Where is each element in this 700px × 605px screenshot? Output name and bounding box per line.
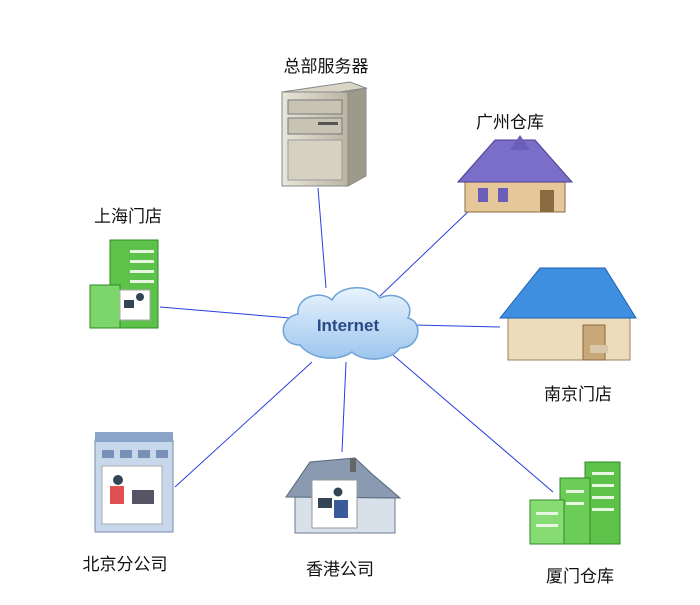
store-house-icon (498, 267, 637, 361)
links (159, 187, 554, 493)
warehouse-house-icon (456, 135, 574, 213)
node-label-guangzhou-warehouse: 广州仓库 (476, 113, 544, 133)
link-guangzhou (379, 207, 473, 297)
link-hq-server (317, 187, 327, 289)
office-building-green-icon (89, 239, 159, 329)
link-xiamen (392, 354, 554, 493)
office-building-blue-icon (94, 432, 174, 533)
node-label-beijing-branch: 北京分公司 (82, 555, 168, 575)
warehouse-building-green-icon (529, 461, 621, 545)
link-shanghai (159, 306, 291, 319)
server-icon (281, 81, 368, 187)
internet-cloud-icon: Internet (282, 287, 419, 360)
node-label-xiamen-warehouse: 厦门仓库 (546, 567, 614, 587)
link-nanjing (412, 324, 501, 328)
internet-label: Internet (317, 316, 380, 335)
company-house-icon (285, 457, 402, 534)
link-hongkong (341, 361, 347, 453)
node-label-shanghai-store: 上海门店 (94, 207, 162, 227)
node-label-nanjing-store: 南京门店 (544, 385, 612, 405)
link-beijing (174, 361, 313, 488)
node-label-hongkong-company: 香港公司 (306, 560, 374, 580)
node-label-hq-server: 总部服务器 (283, 57, 369, 77)
